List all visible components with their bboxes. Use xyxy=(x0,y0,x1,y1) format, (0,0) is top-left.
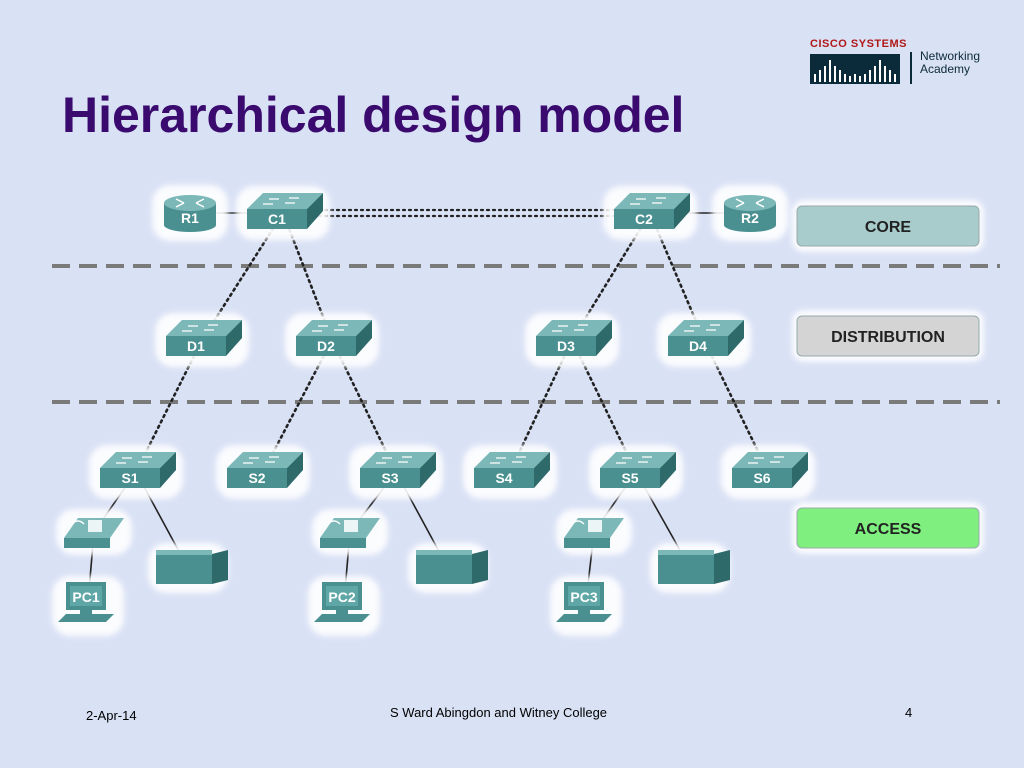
switch-d4[interactable]: D4 xyxy=(657,313,751,367)
switch-s3[interactable]: S3 xyxy=(349,445,443,499)
router-r1[interactable]: R1 xyxy=(152,185,228,241)
router-label-r2: R2 xyxy=(741,210,759,226)
switch-label-d3: D3 xyxy=(557,338,575,354)
switch-label-s3: S3 xyxy=(381,470,398,486)
switch-label-s2: S2 xyxy=(248,470,265,486)
switch-d1[interactable]: D1 xyxy=(155,313,249,367)
slide-title: Hierarchical design model xyxy=(62,87,685,143)
switch-label-s4: S4 xyxy=(495,470,512,486)
cisco-bars-icon xyxy=(810,54,900,84)
switch-s2[interactable]: S2 xyxy=(216,445,310,499)
academy-line-1: Networking xyxy=(920,49,981,63)
switch-label-d4: D4 xyxy=(689,338,707,354)
switch-d3[interactable]: D3 xyxy=(525,313,619,367)
switch-s1[interactable]: S1 xyxy=(89,445,183,499)
switch-label-d1: D1 xyxy=(187,338,205,354)
switch-c2[interactable]: C2 xyxy=(603,186,697,240)
switch-d2[interactable]: D2 xyxy=(285,313,379,367)
switch-label-s5: S5 xyxy=(621,470,638,486)
pc-label-pc1: PC1 xyxy=(72,589,99,605)
pc-pc3[interactable]: PC3 xyxy=(550,576,622,636)
layer-label-distribution: DISTRIBUTION xyxy=(792,310,984,362)
switch-label-d2: D2 xyxy=(317,338,335,354)
switch-label-s6: S6 xyxy=(753,470,770,486)
academy-text: Networking Academy xyxy=(920,50,980,76)
ip-phone-icon-3[interactable] xyxy=(556,509,632,555)
footer-date: 2-Apr-14 xyxy=(86,708,137,723)
cisco-networking-academy-logo: CISCO SYSTEMS Networking Academy xyxy=(810,38,1010,88)
switch-c1[interactable]: C1 xyxy=(236,186,330,240)
footer-author: S Ward Abingdon and Witney College xyxy=(390,705,608,720)
footer-page-number: 4 xyxy=(905,705,913,720)
layer-label-text-core: CORE xyxy=(865,219,912,236)
switch-s6[interactable]: S6 xyxy=(721,445,815,499)
printer-icon-2[interactable] xyxy=(408,543,488,593)
ip-phone-icon-2[interactable] xyxy=(312,509,388,555)
switch-label-s1: S1 xyxy=(121,470,138,486)
layer-label-text-access: ACCESS xyxy=(855,521,922,538)
cisco-brand-text: CISCO SYSTEMS xyxy=(810,38,907,50)
logo-separator xyxy=(910,52,912,84)
layer-label-text-distribution: DISTRIBUTION xyxy=(831,329,945,346)
pc-label-pc2: PC2 xyxy=(328,589,355,605)
router-label-r1: R1 xyxy=(181,210,199,226)
printer-icon-1[interactable] xyxy=(148,543,228,593)
ip-phone-icon-1[interactable] xyxy=(56,509,132,555)
switch-s4[interactable]: S4 xyxy=(463,445,557,499)
printer-icon-3[interactable] xyxy=(650,543,730,593)
switch-label-c2: C2 xyxy=(635,211,653,227)
layer-label-core: CORE xyxy=(792,200,984,252)
layer-label-group: CORE DISTRIBUTION ACCESS xyxy=(792,200,984,554)
academy-line-2: Academy xyxy=(920,62,971,76)
router-r2[interactable]: R2 xyxy=(712,185,788,241)
pc-pc2[interactable]: PC2 xyxy=(308,576,380,636)
switch-s5[interactable]: S5 xyxy=(589,445,683,499)
layer-label-access: ACCESS xyxy=(792,502,984,554)
pc-pc1[interactable]: PC1 xyxy=(52,576,124,636)
pc-label-pc3: PC3 xyxy=(570,589,597,605)
switch-label-c1: C1 xyxy=(268,211,286,227)
